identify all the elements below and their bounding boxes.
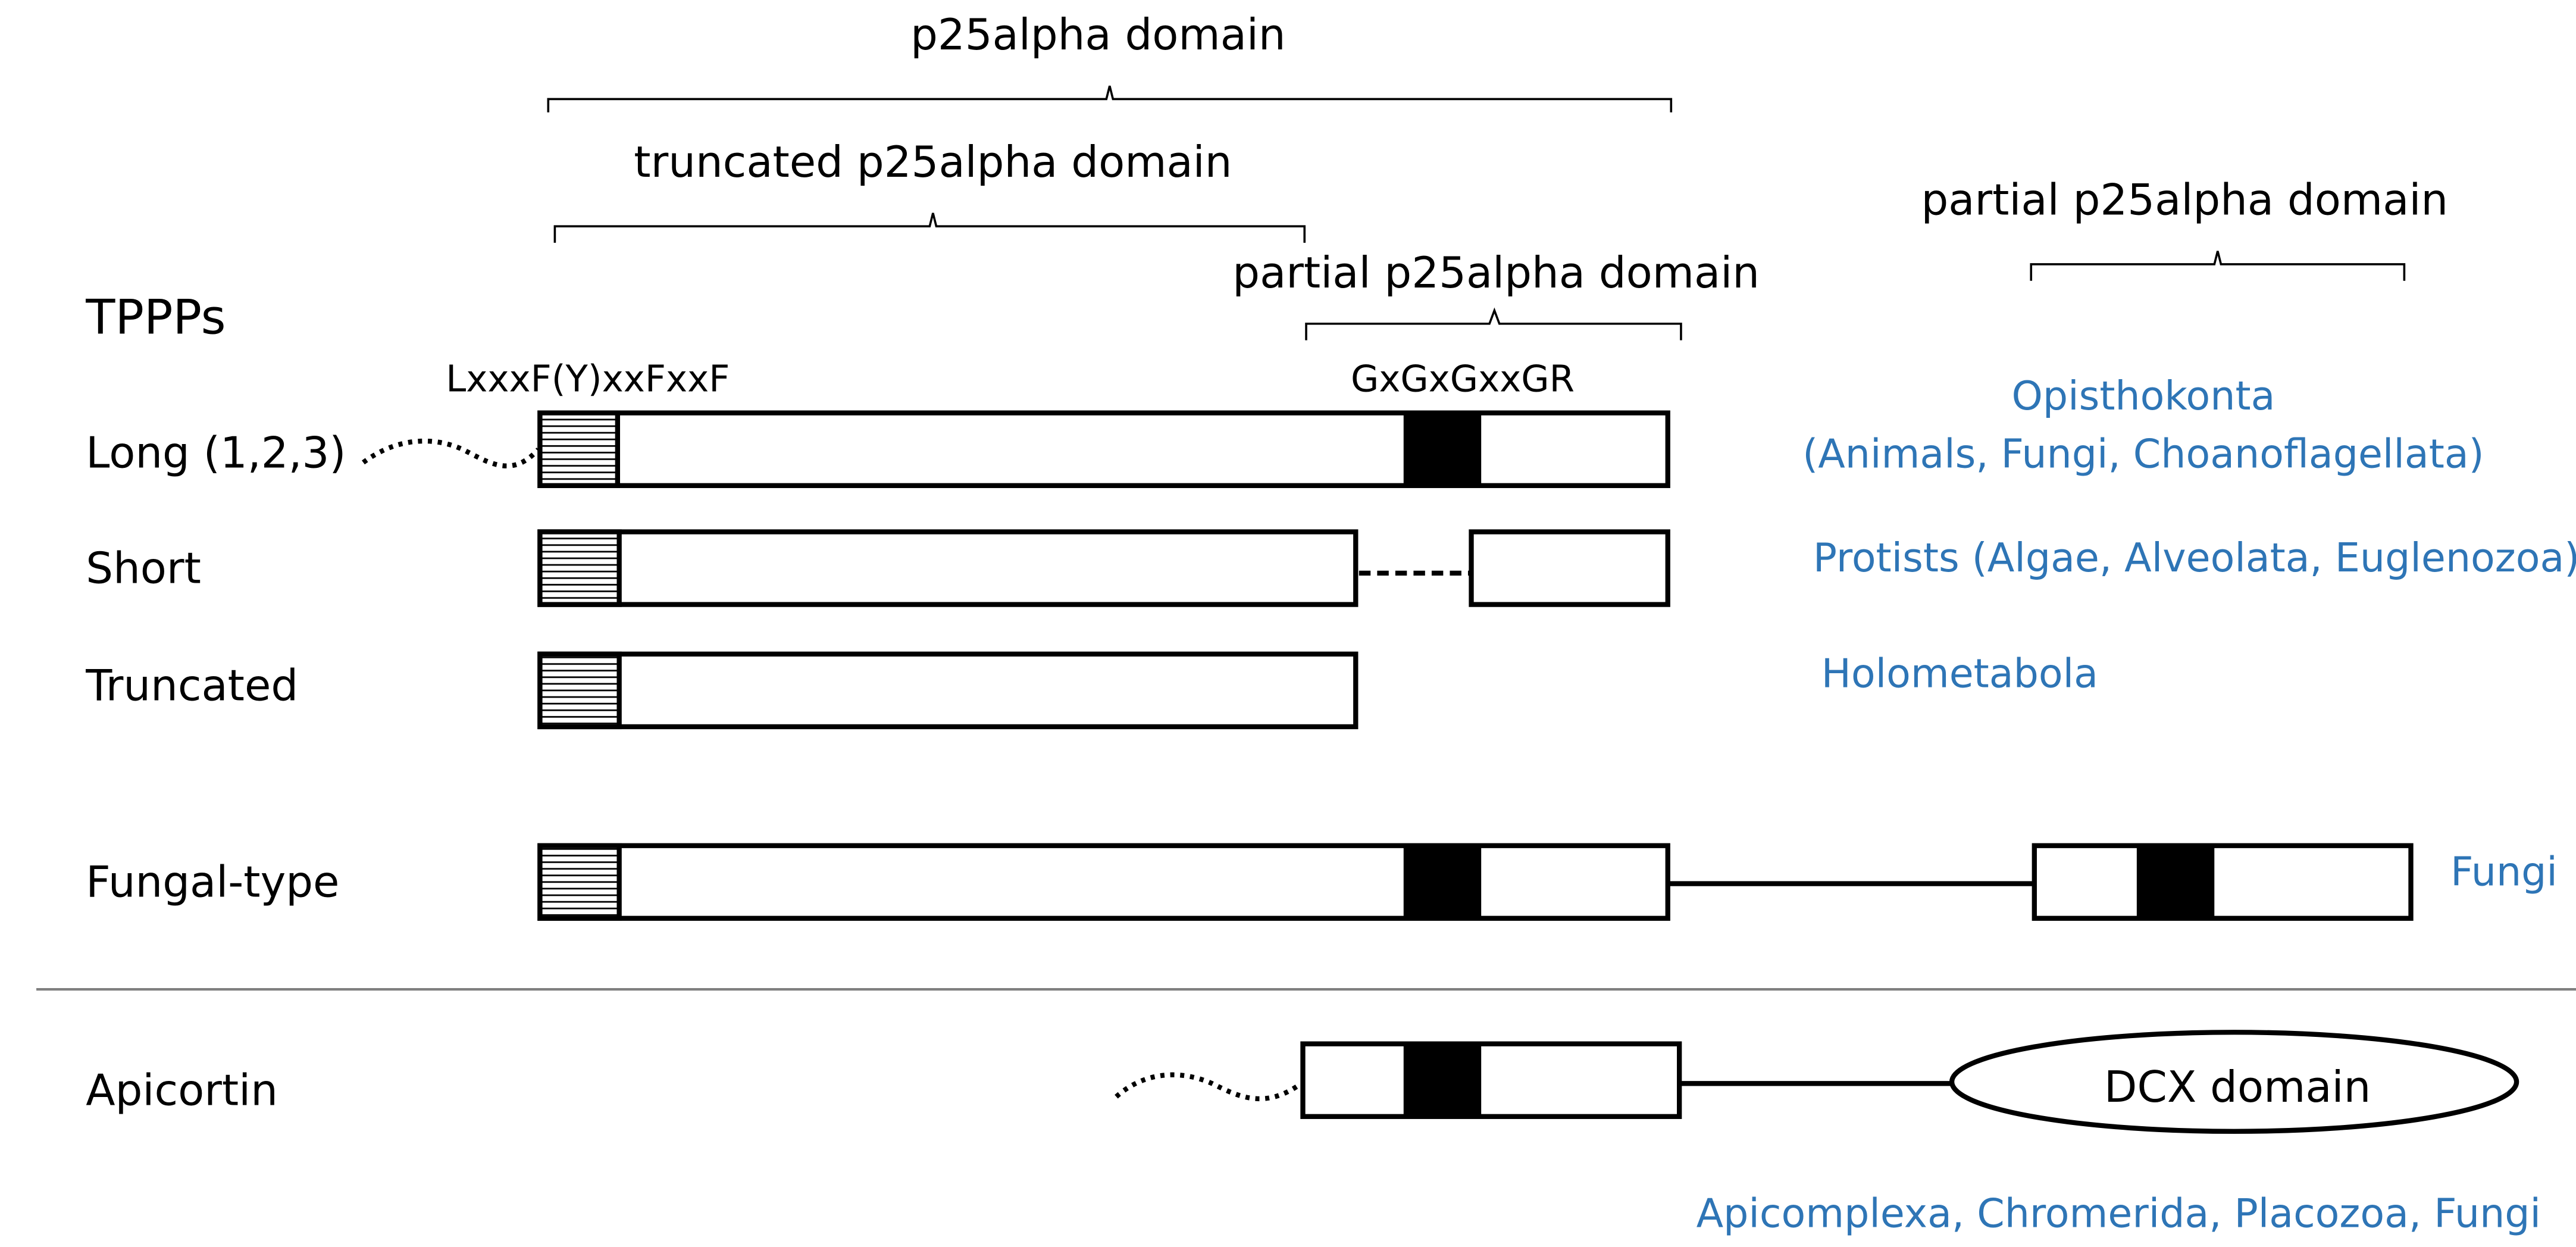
p25alpha-domain-bracket	[547, 85, 1673, 112]
long-taxa-line2: (Animals, Fungi, Choanoflagellata)	[1802, 430, 2484, 477]
apicortin-disordered-tail	[1115, 1072, 1303, 1102]
truncated-row-label: Truncated	[85, 661, 298, 711]
short-taxa: Protists (Algae, Alveolata, Euglenozoa)	[1813, 535, 2576, 581]
short-protein-box-right	[1469, 529, 1670, 607]
partial-domain-bracket-right	[2030, 251, 2406, 281]
apicortin-taxa: Apicomplexa, Chromerida, Placozoa, Fungi	[1697, 1190, 2541, 1237]
tppps-heading: TPPPs	[85, 289, 226, 345]
long-gxgxg-motif	[1403, 412, 1482, 486]
long-row-label: Long (1,2,3)	[86, 428, 346, 478]
motif-right-label: GxGxGxxGR	[1351, 358, 1575, 401]
long-hatched-motif	[537, 410, 621, 488]
apicortin-gxgxg-motif	[1403, 1043, 1482, 1117]
motif-left-label: LxxxF(Y)xxFxxF	[446, 358, 730, 401]
partial-domain-bracket-middle	[1305, 307, 1682, 340]
apicortin-row-label: Apicortin	[86, 1065, 278, 1115]
short-row-label: Short	[86, 544, 201, 594]
dcx-domain-label: DCX domain	[2104, 1062, 2371, 1112]
fungal-gxgxg-motif-left	[1403, 845, 1482, 918]
partial-domain-label-middle: partial p25alpha domain	[1232, 248, 1760, 298]
partial-domain-label-right: partial p25alpha domain	[1921, 176, 2448, 226]
fungal-protein-box-right	[2032, 843, 2414, 921]
short-protein-box-left	[537, 529, 1359, 607]
p25alpha-domain-label: p25alpha domain	[910, 10, 1286, 60]
truncated-hatched-motif	[537, 651, 622, 730]
truncated-domain-label: truncated p25alpha domain	[634, 137, 1232, 187]
fungal-protein-box-left	[537, 843, 1670, 921]
truncated-taxa: Holometabola	[1821, 650, 2098, 696]
fungal-hatched-motif	[537, 843, 622, 921]
long-protein-box	[537, 410, 1670, 488]
truncated-protein-box	[537, 651, 1359, 730]
short-hatched-motif	[537, 529, 622, 607]
long-taxa-line1: Opisthokonta	[2011, 373, 2275, 419]
fungal-gxgxg-motif-right	[2136, 845, 2215, 918]
fungal-row-label: Fungal-type	[86, 858, 339, 908]
long-disordered-tail	[362, 438, 540, 468]
dcx-domain-ellipse	[1949, 1030, 2519, 1134]
fungal-taxa: Fungi	[2450, 848, 2558, 895]
apicortin-protein-box	[1300, 1041, 1682, 1119]
truncated-domain-bracket	[553, 212, 1306, 243]
